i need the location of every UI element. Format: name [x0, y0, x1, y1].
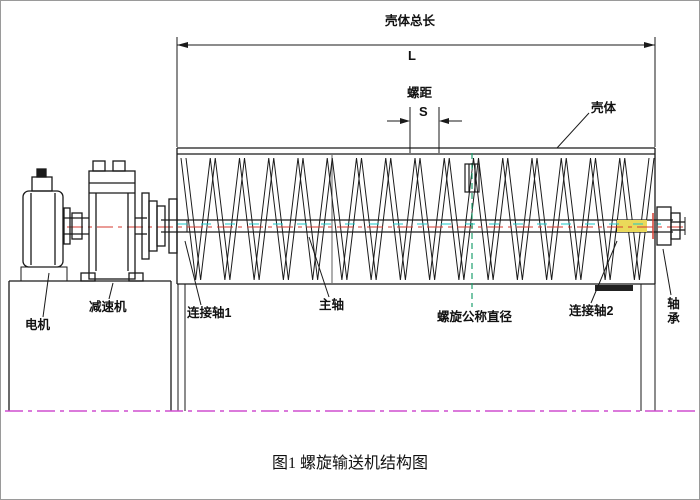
- coupling-assembly: [141, 192, 178, 260]
- main-shaft-drawing: [161, 219, 673, 233]
- figure-caption: 图1 螺旋输送机结构图: [271, 455, 428, 472]
- label-coupling-shaft-1: 连接轴1: [187, 306, 232, 320]
- support-base: [8, 280, 656, 411]
- label-length-symbol: L: [408, 48, 416, 63]
- hanger-bearing: [464, 163, 480, 193]
- gear-reducer: [80, 160, 147, 282]
- label-shell: 壳体: [591, 101, 617, 115]
- drive-motor: [20, 168, 89, 282]
- label-pitch-symbol: S: [419, 104, 428, 119]
- label-bearing: 轴承: [665, 297, 679, 326]
- label-pitch: 螺距: [407, 86, 433, 100]
- label-main-shaft: 主轴: [319, 298, 345, 312]
- shell-outline: [176, 147, 656, 285]
- dimension-pitch: [387, 107, 462, 153]
- shaft-centerline: [67, 223, 685, 228]
- screw-flights: [180, 157, 655, 281]
- shaft-end-highlight: [617, 220, 647, 232]
- leader-lines: [42, 112, 672, 318]
- label-coupling-shaft-2: 连接轴2: [569, 304, 614, 318]
- label-total-length: 壳体总长: [385, 14, 436, 28]
- end-bearing: [656, 206, 686, 246]
- dimension-total-length: [176, 37, 656, 147]
- label-reducer: 减速机: [89, 300, 127, 314]
- label-nominal-diameter: 螺旋公称直径: [437, 310, 513, 324]
- label-motor: 电机: [25, 318, 51, 332]
